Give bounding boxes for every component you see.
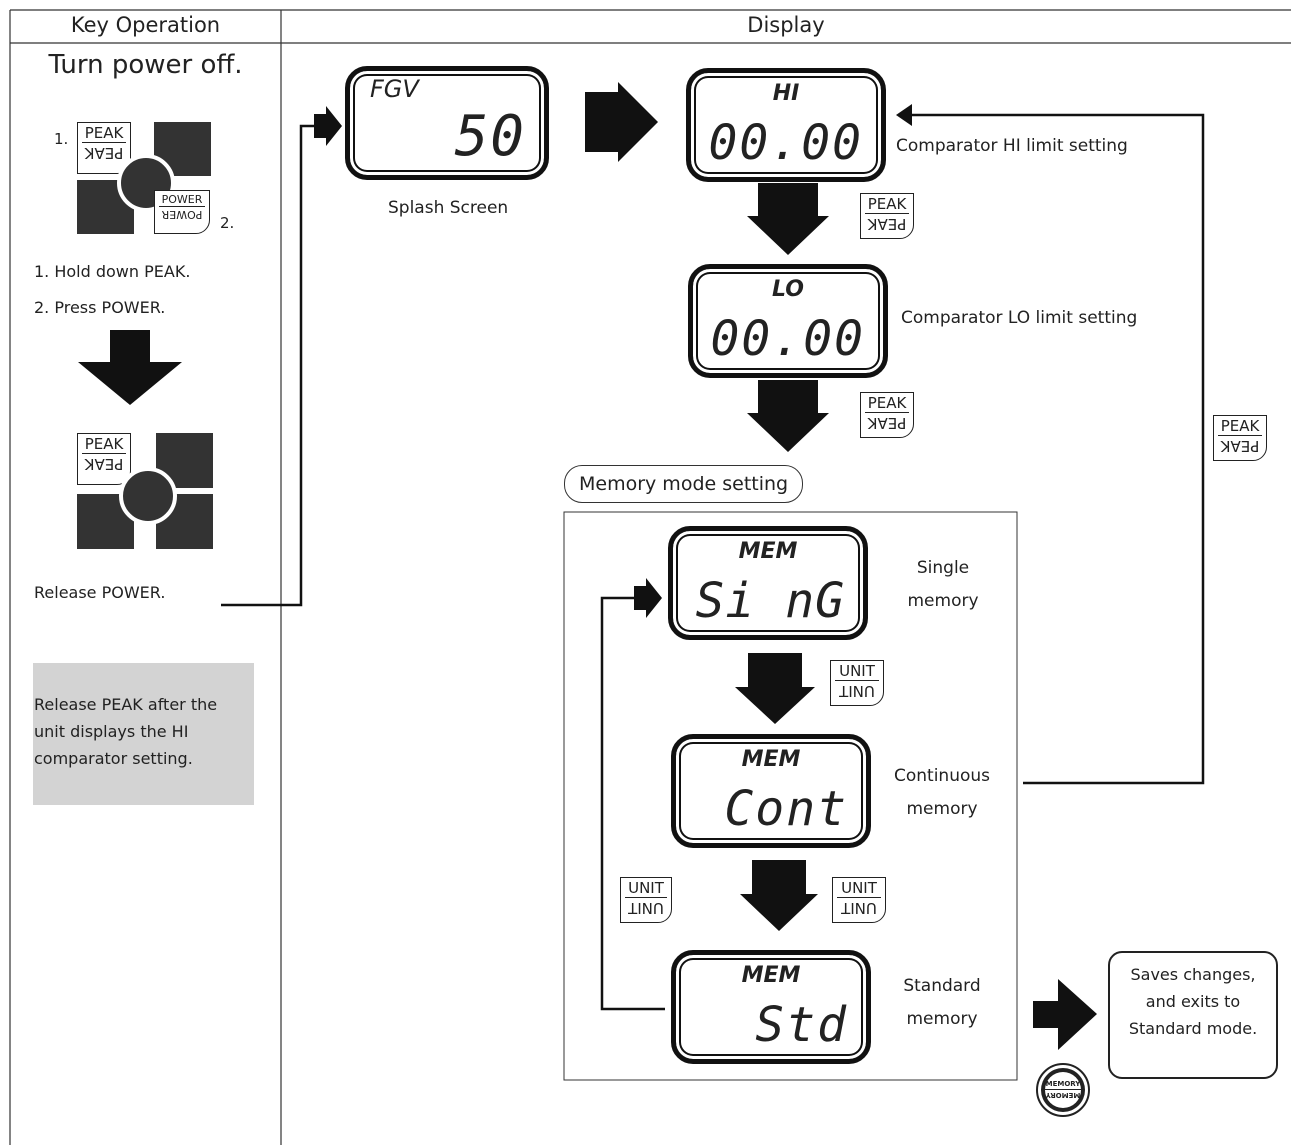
- release-power-text: Release POWER.: [34, 583, 166, 602]
- header-display: Display: [747, 13, 825, 37]
- big-arrow-right: [585, 82, 658, 162]
- caption-continuous-2: memory: [906, 799, 978, 819]
- caption-continuous-1: Continuous: [893, 766, 990, 786]
- big-arrow-down: [735, 653, 815, 724]
- lcd-label: MEM: [741, 747, 801, 772]
- lcd-standard: MEM Std: [671, 950, 871, 1064]
- instruction-hold-peak: 1. Hold down PEAK.: [34, 262, 191, 281]
- lcd-hi: HI 00.00: [686, 68, 886, 182]
- turn-power-off-title: Turn power off.: [48, 50, 243, 80]
- lcd-label: MEM: [741, 963, 801, 988]
- arrow-head: [896, 104, 912, 126]
- lcd-value: Std: [755, 997, 848, 1053]
- big-arrow-down: [747, 380, 829, 452]
- memory-mode-label: Memory mode setting: [564, 465, 804, 503]
- lcd-label: HI: [772, 81, 800, 106]
- step-2-number: 2.: [220, 214, 235, 232]
- lcd-label: FGV: [370, 75, 419, 103]
- arrow-head: [314, 106, 342, 146]
- instruction-press-power: 2. Press POWER.: [34, 298, 166, 317]
- caption-single-1: Single: [916, 558, 970, 578]
- caption-splash: Splash Screen: [388, 198, 509, 218]
- lcd-label: LO: [772, 277, 804, 302]
- lcd-single: MEM Si nG: [668, 526, 868, 640]
- note-box: Release PEAK after the unit displays the…: [33, 663, 254, 805]
- memory-key-icon: MEMORY MEMORY: [1036, 1063, 1090, 1117]
- saves-changes-box: Saves changes, and exits to Standard mod…: [1108, 951, 1278, 1079]
- caption-lo: Comparator LO limit setting: [901, 308, 1138, 328]
- lcd-label: MEM: [738, 539, 798, 564]
- big-arrow-down: [747, 183, 829, 255]
- big-arrow-down: [78, 330, 182, 405]
- big-arrow-down: [740, 860, 818, 931]
- caption-hi: Comparator HI limit setting: [896, 136, 1128, 156]
- lcd-value: 00.00: [708, 115, 863, 171]
- arrow-head: [634, 578, 662, 618]
- lcd-value: 00.00: [710, 311, 865, 367]
- lcd-continuous: MEM Cont: [671, 734, 871, 848]
- big-arrow-right: [1033, 979, 1097, 1050]
- center-button: [119, 467, 177, 525]
- lcd-lo: LO 00.00: [688, 264, 888, 378]
- lcd-value: Si nG: [695, 573, 845, 629]
- header-key-operation: Key Operation: [70, 13, 221, 37]
- lcd-value: 50: [454, 104, 526, 169]
- lcd-value: Cont: [724, 781, 848, 837]
- lcd-splash: FGV 50: [345, 66, 549, 180]
- step-1-number: 1.: [54, 130, 69, 148]
- caption-standard-2: memory: [906, 1009, 978, 1029]
- caption-standard-1: Standard: [903, 976, 981, 996]
- caption-single-2: memory: [907, 591, 979, 611]
